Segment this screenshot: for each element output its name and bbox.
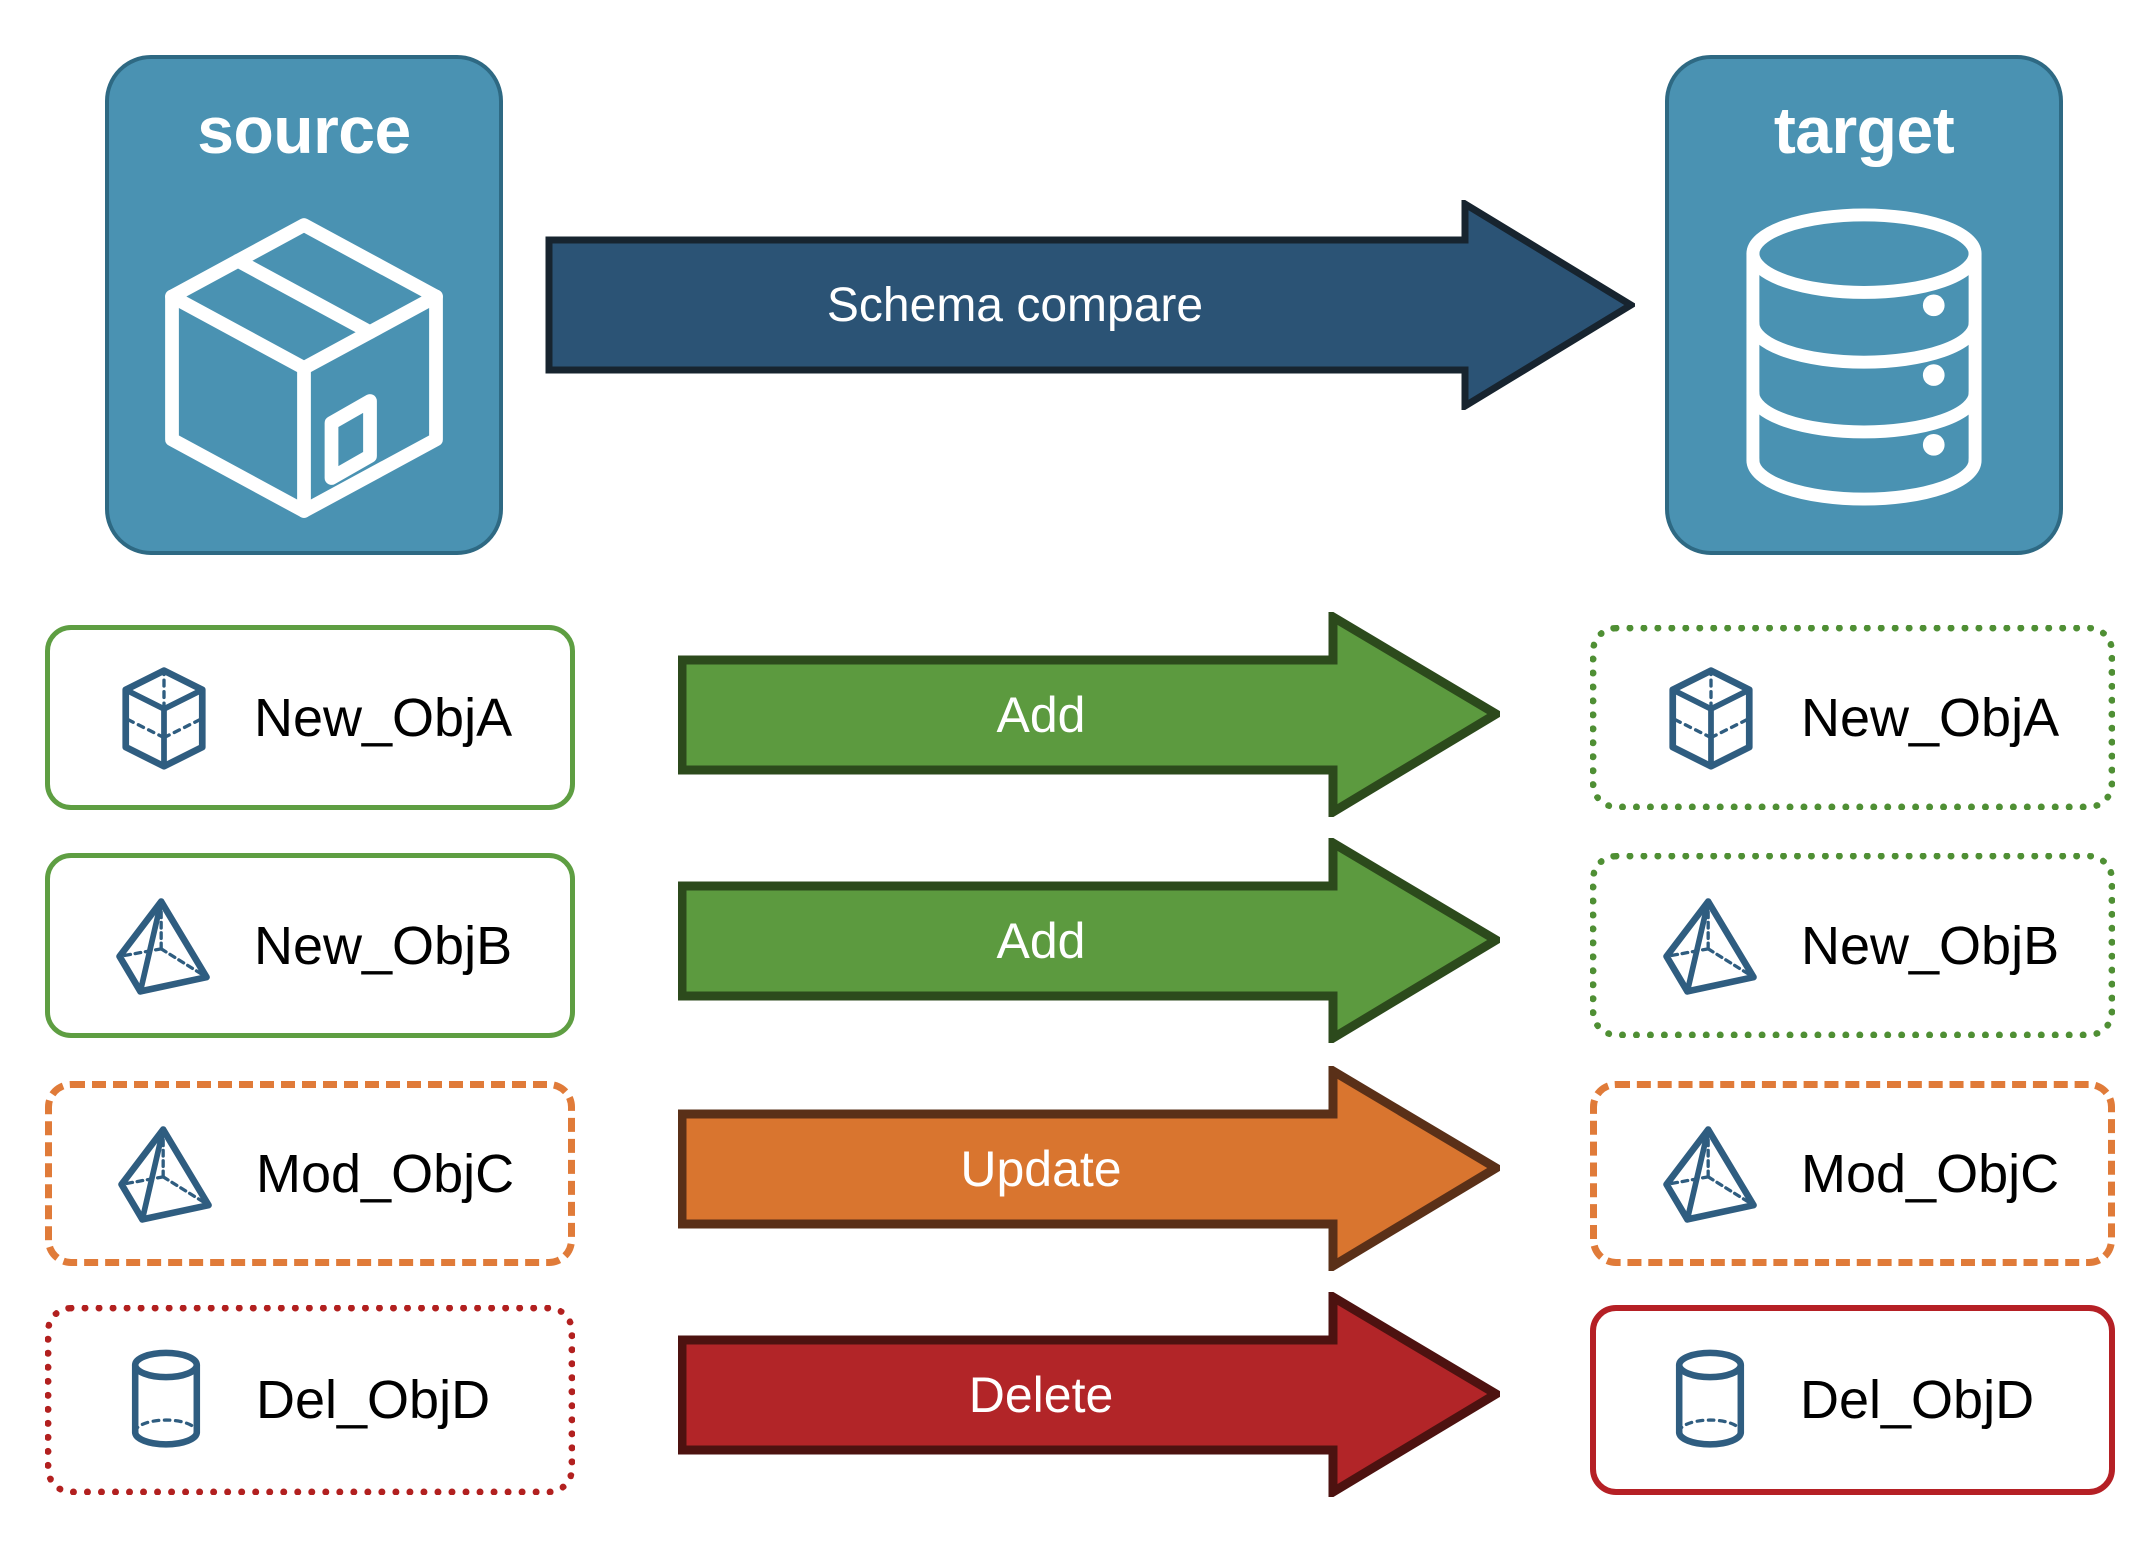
wireframe-pyramid-icon xyxy=(1659,887,1763,1005)
wireframe-cube-icon xyxy=(1659,659,1763,777)
action-arrow-delete[interactable]: Delete xyxy=(678,1292,1500,1497)
source-object-label-2: New_ObjB xyxy=(254,915,513,976)
source-object-card-2[interactable]: New_ObjB xyxy=(45,853,575,1038)
target-object-label-4: Del_ObjD xyxy=(1800,1370,2035,1430)
schema-compare-label: Schema compare xyxy=(826,278,1204,332)
source-object-label-1: New_ObjA xyxy=(254,687,513,748)
right-arrow-icon xyxy=(545,200,1635,410)
schema-compare-arrow[interactable]: Schema compare xyxy=(545,200,1635,410)
endpoint-title-target: target xyxy=(1773,93,1955,167)
target-object-card-2[interactable]: New_ObjB xyxy=(1590,853,2115,1038)
target-object-label-1: New_ObjA xyxy=(1801,687,2060,748)
wireframe-pyramid-icon xyxy=(112,887,216,1005)
action-arrow-add-2[interactable]: Add xyxy=(678,838,1500,1043)
target-object-card-1[interactable]: New_ObjA xyxy=(1590,625,2115,810)
database-cylinder-icon xyxy=(1669,163,2059,551)
wireframe-pyramid-icon xyxy=(114,1115,218,1233)
wireframe-cube-icon xyxy=(112,659,216,777)
action-arrow-update[interactable]: Update xyxy=(678,1066,1500,1271)
target-object-label-2: New_ObjB xyxy=(1801,915,2060,976)
source-object-card-3[interactable]: Mod_ObjC xyxy=(45,1081,575,1266)
target-object-card-4[interactable]: Del_ObjD xyxy=(1590,1305,2115,1495)
target-object-label-3: Mod_ObjC xyxy=(1801,1143,2060,1204)
endpoint-title-source: source xyxy=(197,93,411,167)
source-object-label-3: Mod_ObjC xyxy=(256,1143,515,1204)
wireframe-cylinder-icon xyxy=(1658,1341,1762,1459)
endpoint-card-source[interactable]: source xyxy=(105,55,503,555)
endpoint-card-target[interactable]: target xyxy=(1665,55,2063,555)
package-box-icon xyxy=(109,163,499,551)
wireframe-cylinder-icon xyxy=(114,1341,218,1459)
target-object-card-3[interactable]: Mod_ObjC xyxy=(1590,1081,2115,1266)
source-object-card-1[interactable]: New_ObjA xyxy=(45,625,575,810)
action-arrow-add-1[interactable]: Add xyxy=(678,612,1500,817)
source-object-card-4[interactable]: Del_ObjD xyxy=(45,1305,575,1495)
wireframe-pyramid-icon xyxy=(1659,1115,1763,1233)
source-object-label-4: Del_ObjD xyxy=(256,1370,491,1430)
